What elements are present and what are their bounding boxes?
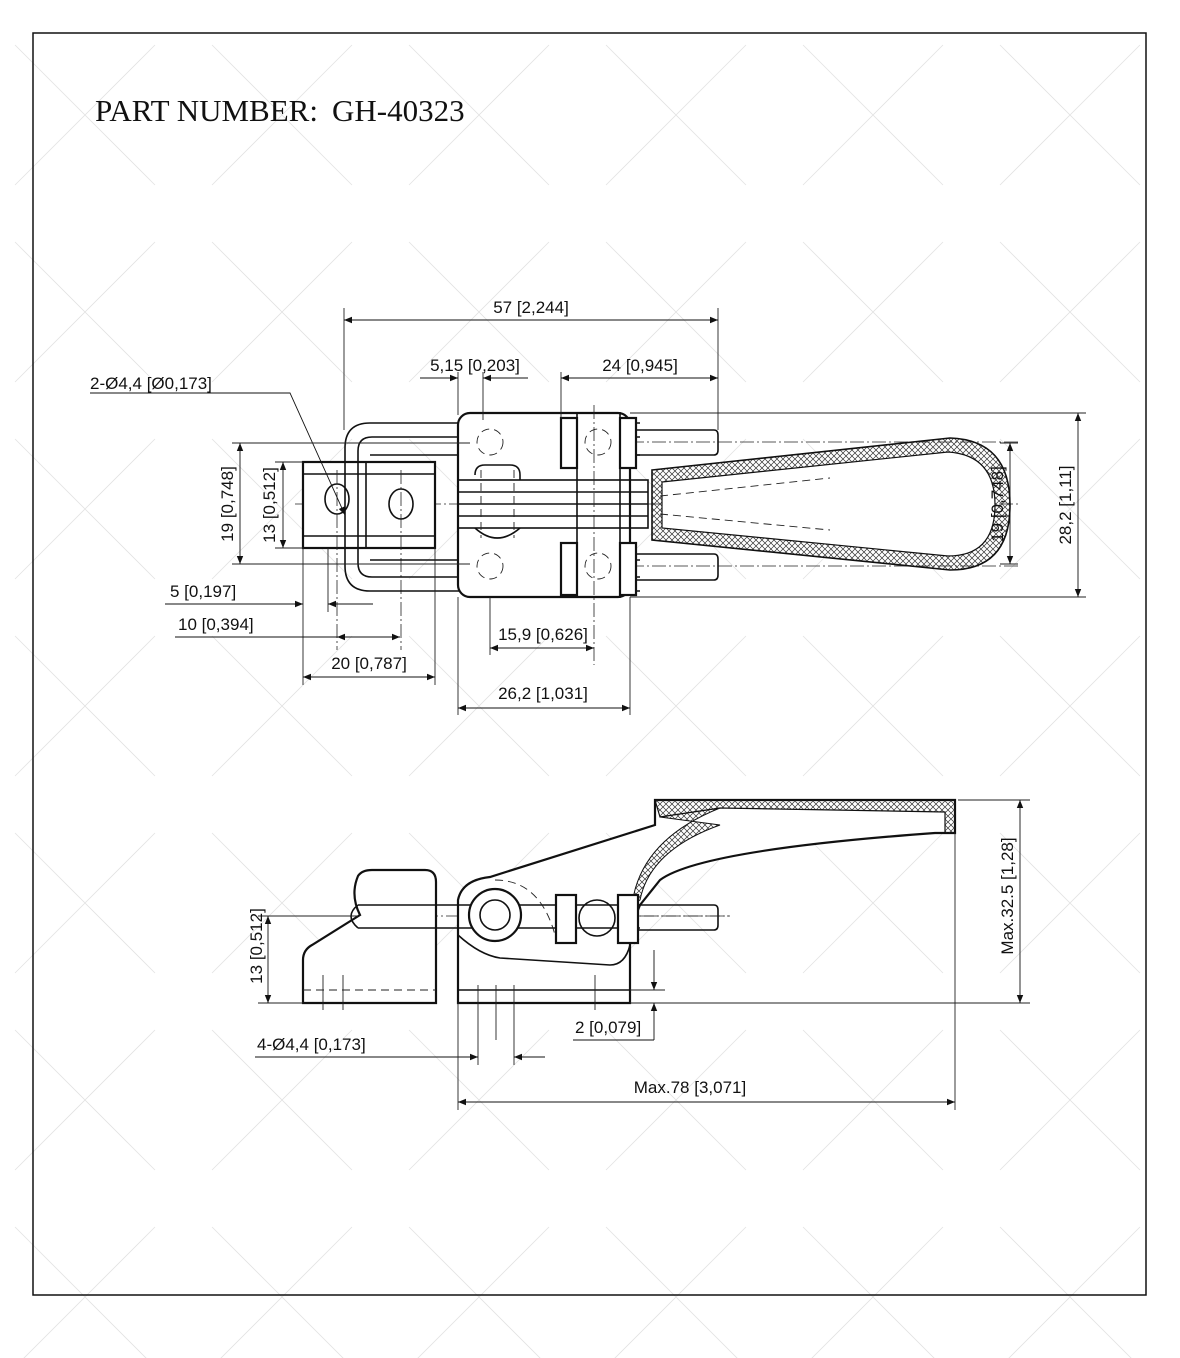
watermark xyxy=(211,44,353,186)
dim-slot-width: 5,15 [0,203] xyxy=(430,356,520,375)
watermark xyxy=(605,1029,747,1171)
watermark xyxy=(14,438,156,580)
dim-holes-side: 4-Ø4,4 [0,173] xyxy=(257,1035,366,1054)
dim-right-height: 19 [0,748] xyxy=(988,466,1007,542)
watermark xyxy=(999,241,1141,383)
watermark xyxy=(605,1226,747,1358)
title: PART NUMBER:GH-40323 xyxy=(95,93,465,128)
watermark xyxy=(14,44,156,186)
watermark xyxy=(999,832,1141,974)
watermark xyxy=(211,1226,353,1358)
clamp-base xyxy=(456,798,957,1005)
watermark xyxy=(605,44,747,186)
u-bar xyxy=(344,422,640,592)
pivot-bar xyxy=(576,412,621,598)
dim-pivot-spacing: 15,9 [0,626] xyxy=(498,625,588,644)
side-view xyxy=(270,798,957,1065)
watermark xyxy=(408,1029,550,1171)
dim-thread-length: 24 [0,945] xyxy=(602,356,678,375)
dim-overall-height: 28,2 [1,11] xyxy=(1056,465,1075,544)
watermark xyxy=(802,1029,944,1171)
nut xyxy=(559,416,579,470)
dim-holes-top: 2-Ø4,4 [Ø0,173] xyxy=(90,374,212,393)
watermark xyxy=(211,241,353,383)
watermark xyxy=(14,832,156,974)
watermark xyxy=(211,1029,353,1171)
watermark xyxy=(999,1029,1141,1171)
threaded-rod xyxy=(636,553,719,581)
clamp-body xyxy=(456,411,632,599)
top-view-dimensions: 57 [2,244] 5,15 [0,203] 24 [0,945] 2-Ø4,… xyxy=(90,298,1086,715)
dim-hole-spacing: 10 [0,394] xyxy=(178,615,254,634)
threaded-rod xyxy=(638,904,719,931)
dim-plate-height: 13 [0,512] xyxy=(260,467,279,543)
side-view-dimensions: 13 [0,512] Max.32.5 [1,28] 2 [0,079] 4-Ø… xyxy=(247,799,1030,1110)
watermark xyxy=(408,241,550,383)
base-plate xyxy=(301,460,437,550)
watermark xyxy=(802,1226,944,1358)
watermark-layer xyxy=(14,44,1141,1358)
watermark xyxy=(999,635,1141,777)
watermark xyxy=(802,241,944,383)
top-view xyxy=(295,405,1020,665)
drawing-frame xyxy=(32,32,1147,1296)
dim-hole-edge: 5 [0,197] xyxy=(170,582,236,601)
dim-max-height: Max.32.5 [1,28] xyxy=(998,837,1017,954)
watermark xyxy=(802,44,944,186)
watermark xyxy=(999,44,1141,186)
watermark xyxy=(408,44,550,186)
latch-plate xyxy=(301,868,438,1005)
watermark xyxy=(605,241,747,383)
watermark xyxy=(14,1029,156,1171)
threaded-rod xyxy=(636,429,719,456)
nut xyxy=(618,541,638,597)
watermark xyxy=(211,635,353,777)
pivot-ball xyxy=(578,899,616,937)
dim-body-length: 26,2 [1,031] xyxy=(498,684,588,703)
dim-overall-length: 57 [2,244] xyxy=(493,298,569,317)
dim-plate-length: 20 [0,787] xyxy=(331,654,407,673)
dim-rod-height: 13 [0,512] xyxy=(247,908,266,984)
watermark xyxy=(999,1226,1141,1358)
nut xyxy=(616,893,640,945)
nut xyxy=(554,893,578,945)
watermark xyxy=(14,635,156,777)
watermark xyxy=(14,1226,156,1358)
watermark xyxy=(408,635,550,777)
nut xyxy=(559,541,579,597)
watermark xyxy=(408,1226,550,1358)
nut xyxy=(618,416,638,470)
watermark xyxy=(802,635,944,777)
dim-max-length: Max.78 [3,071] xyxy=(634,1078,746,1097)
dim-base-thickness: 2 [0,079] xyxy=(575,1018,641,1037)
watermark xyxy=(802,832,944,974)
watermark xyxy=(14,241,156,383)
watermark xyxy=(605,635,747,777)
dim-left-height: 19 [0,748] xyxy=(218,466,237,542)
watermark xyxy=(999,438,1141,580)
